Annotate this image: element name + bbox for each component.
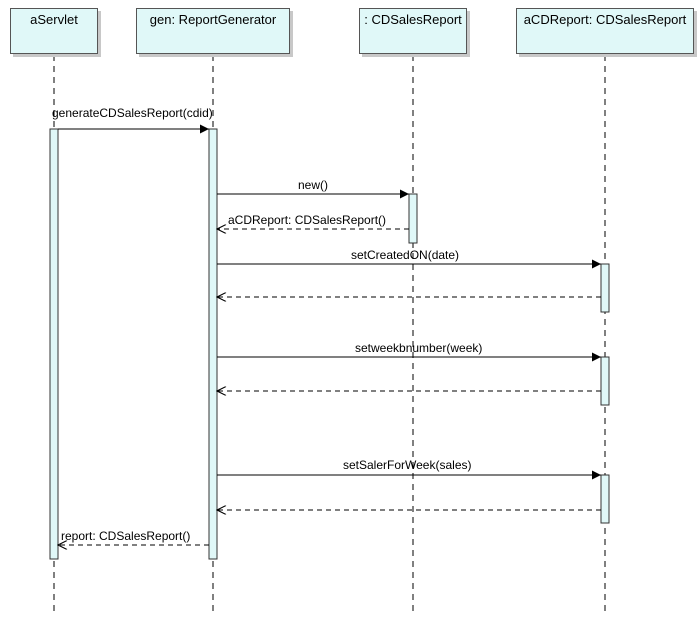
- message-label-new: new(): [298, 178, 329, 192]
- lifeline-gen-header[interactable]: gen: ReportGenerator: [136, 8, 290, 54]
- activation-acdreport-1: [600, 263, 610, 313]
- activation-acdreport-2: [600, 356, 610, 406]
- activation-report: [408, 193, 418, 244]
- lifeline-aservlet-label: aServlet: [30, 12, 78, 27]
- message-label-report-return: report: CDSalesReport(): [61, 529, 191, 543]
- activation-acdreport-3: [600, 474, 610, 524]
- message-label-setweekbnumber: setweekbnumber(week): [355, 341, 483, 355]
- message-label-setsalerforweek: setSalerForWeek(sales): [343, 458, 472, 472]
- lifeline-aservlet-header[interactable]: aServlet: [10, 8, 98, 54]
- activation-aservlet: [49, 128, 59, 560]
- lifeline-report-header[interactable]: : CDSalesReport: [359, 8, 467, 54]
- message-label-generate-cdsalesreport: generateCDSalesReport(cdid): [52, 106, 213, 120]
- lifeline-report-label: : CDSalesReport: [364, 12, 462, 27]
- message-label-acdreport-return: aCDReport: CDSalesReport(): [228, 213, 387, 227]
- lifeline-acdreport-header[interactable]: aCDReport: CDSalesReport: [516, 8, 694, 54]
- activation-gen: [208, 128, 218, 560]
- lifeline-gen-label: gen: ReportGenerator: [149, 12, 277, 27]
- lifeline-acdreport-label: aCDReport: CDSalesReport: [523, 12, 687, 27]
- message-label-setcreatedon: setCreatedON(date): [351, 248, 460, 262]
